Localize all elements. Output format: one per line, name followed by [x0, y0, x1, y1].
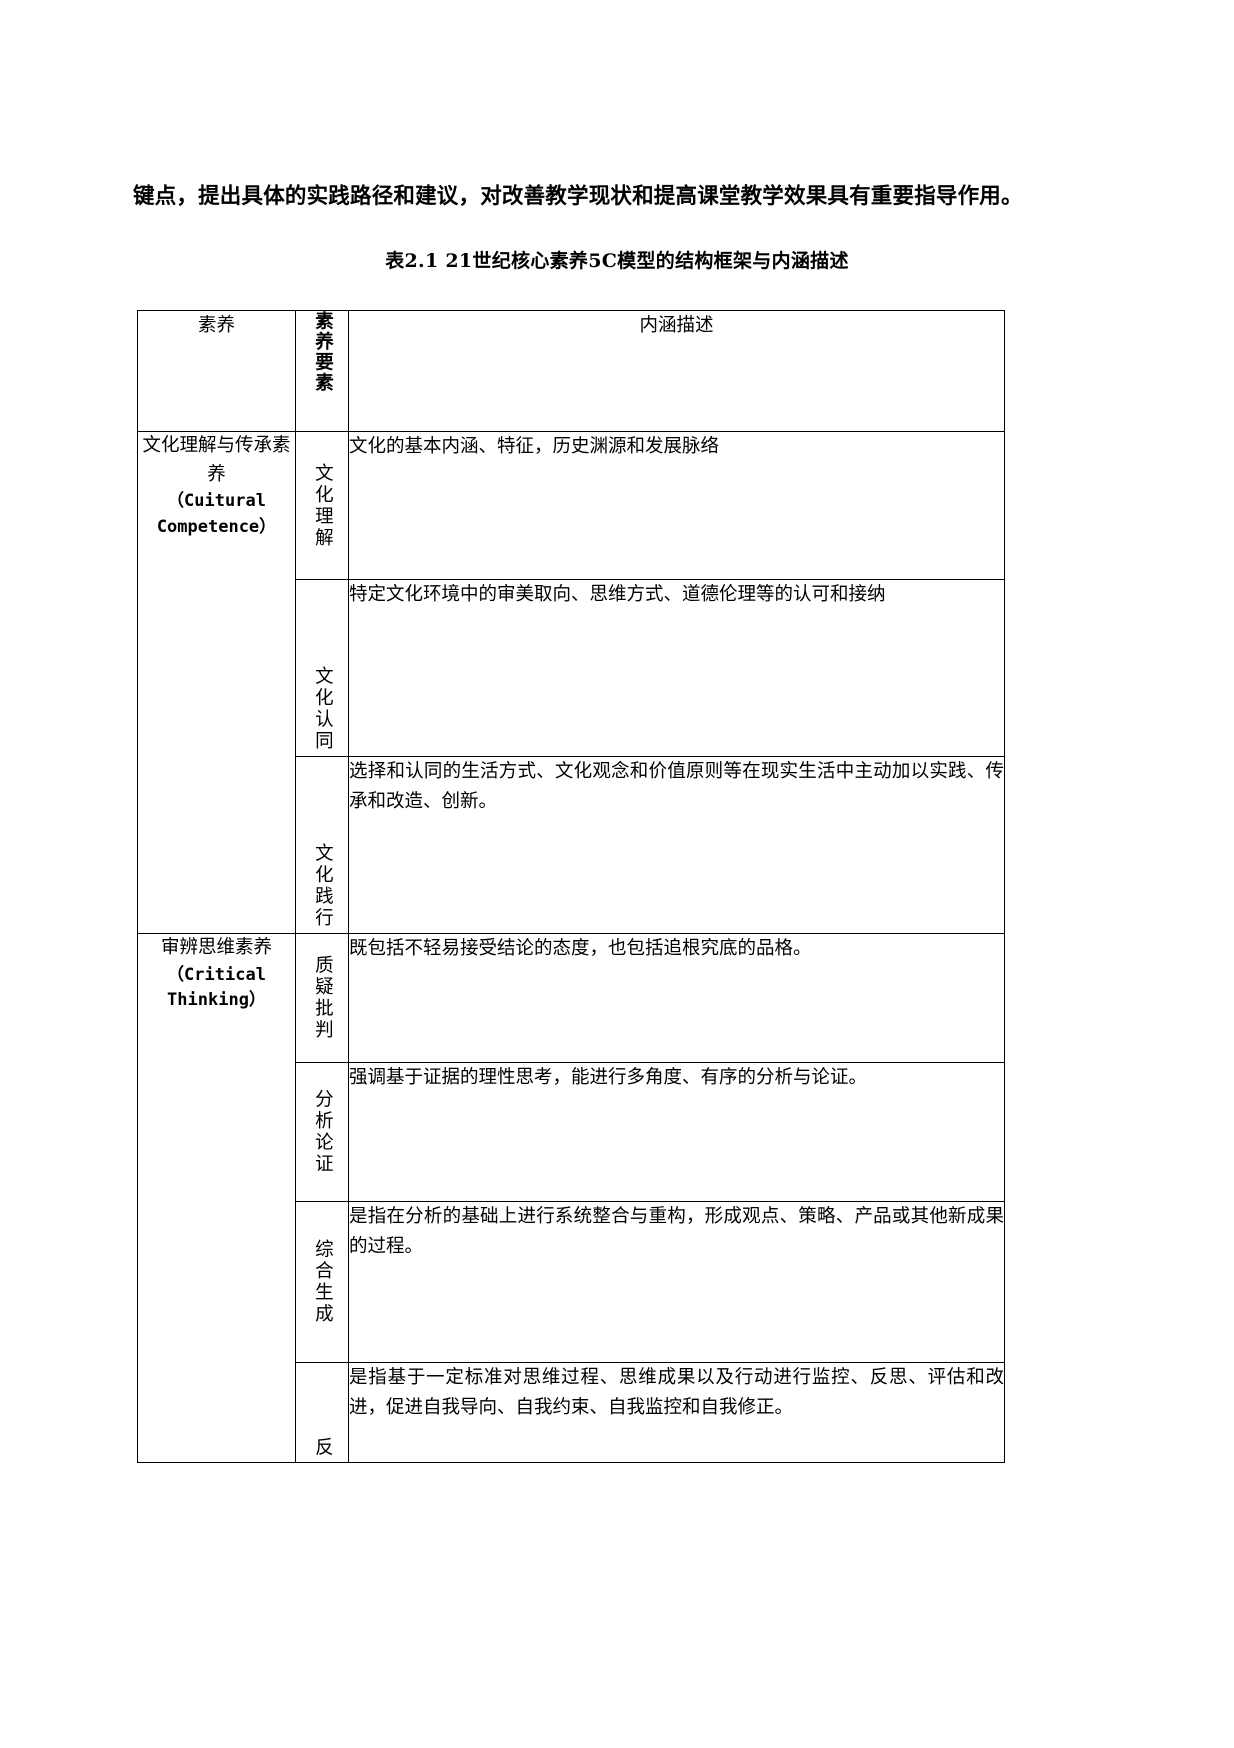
table-row: 反 是指基于一定标准对思维过程、思维成果以及行动进行监控、反思、评估和改进，促进…	[138, 1362, 1005, 1463]
description-cell-cultural-understanding: 文化的基本内涵、特征，历史渊源和发展脉络	[348, 431, 1005, 580]
element-label: 文化认同	[312, 666, 334, 752]
description-cell-cultural-practice: 选择和认同的生活方式、文化观念和价值原则等在现实生活中主动加以实践、传承和改造、…	[348, 756, 1005, 934]
element-label: 文化践行	[312, 843, 334, 929]
description-text: 既包括不轻易接受结论的态度，也包括追根究底的品格。	[349, 938, 812, 959]
element-cell-cultural-practice: 文化践行	[295, 756, 349, 934]
header-description-label: 内涵描述	[639, 315, 714, 336]
description-text: 强调基于证据的理性思考，能进行多角度、有序的分析与论证。	[349, 1067, 868, 1088]
element-cell-reflection: 反	[295, 1362, 349, 1463]
table-row: 审辨思维素养 （Critical Thinking） 质疑批判 既包括不轻易接受…	[137, 933, 1005, 1463]
description-text: 特定文化环境中的审美取向、思维方式、道德伦理等的认可和接纳	[349, 584, 886, 605]
element-cell-analysis-argumentation: 分析论证	[295, 1062, 349, 1202]
table-row: 文化理解与传承素养 （Cuitural Competence） 文化理解 文化的…	[137, 431, 1005, 934]
table-row: 文化认同 特定文化环境中的审美取向、思维方式、道德伦理等的认可和接纳	[138, 579, 1005, 757]
element-label: 分析论证	[312, 1089, 334, 1175]
group-name-en: （Critical Thinking）	[167, 964, 266, 1011]
table-row: 文化践行 选择和认同的生活方式、文化观念和价值原则等在现实生活中主动加以实践、传…	[138, 756, 1005, 934]
header-competence: 素养	[137, 310, 296, 432]
description-cell-questioning-critique: 既包括不轻易接受结论的态度，也包括追根究底的品格。	[348, 933, 1005, 1063]
element-label: 质疑批判	[312, 955, 334, 1041]
description-cell-cultural-identity: 特定文化环境中的审美取向、思维方式、道德伦理等的认可和接纳	[348, 579, 1005, 757]
element-label: 文化理解	[312, 462, 334, 549]
element-cell-questioning-critique: 质疑批判	[295, 933, 349, 1063]
header-competence-element: 素养要素	[295, 310, 349, 432]
group-name-cn: 审辨思维素养	[160, 937, 272, 958]
header-competence-label: 素养	[197, 315, 235, 336]
description-cell-analysis-argumentation: 强调基于证据的理性思考，能进行多角度、有序的分析与论证。	[348, 1062, 1005, 1202]
framework-table: 素养 素养要素 内涵描述 文化理解与传承素养 （Cuitural Compete…	[137, 310, 1005, 1463]
body-paragraph: 键点，提出具体的实践路径和建议，对改善教学现状和提高课堂教学效果具有重要指导作用…	[133, 183, 1023, 209]
table-caption: 表2.1 21世纪核心素养5C模型的结构框架与内涵描述	[385, 250, 849, 272]
header-competence-element-label: 素养要素	[312, 311, 334, 393]
element-label: 反	[312, 1436, 334, 1459]
description-cell-reflection: 是指基于一定标准对思维过程、思维成果以及行动进行监控、反思、评估和改进，促进自我…	[348, 1362, 1005, 1463]
element-cell-cultural-identity: 文化认同	[295, 579, 349, 757]
element-cell-synthesis-generation: 综合生成	[295, 1201, 349, 1363]
group-cell-cultural-competence: 文化理解与传承素养 （Cuitural Competence）	[137, 431, 296, 934]
description-text: 文化的基本内涵、特征，历史渊源和发展脉络	[349, 436, 720, 457]
description-cell-synthesis-generation: 是指在分析的基础上进行系统整合与重构，形成观点、策略、产品或其他新成果的过程。	[348, 1201, 1005, 1363]
group-name-cn: 文化理解与传承素养	[142, 435, 291, 485]
description-text: 选择和认同的生活方式、文化观念和价值原则等在现实生活中主动加以实践、传承和改造、…	[349, 761, 1004, 812]
table-row: 分析论证 强调基于证据的理性思考，能进行多角度、有序的分析与论证。	[138, 1062, 1005, 1202]
group-cell-critical-thinking: 审辨思维素养 （Critical Thinking）	[137, 933, 296, 1463]
description-text: 是指在分析的基础上进行系统整合与重构，形成观点、策略、产品或其他新成果的过程。	[349, 1206, 1004, 1257]
group-name-en: （Cuitural Competence）	[156, 491, 277, 537]
table-header-row: 素养 素养要素 内涵描述	[137, 310, 1005, 432]
table-row: 综合生成 是指在分析的基础上进行系统整合与重构，形成观点、策略、产品或其他新成果…	[138, 1201, 1005, 1363]
element-cell-cultural-understanding: 文化理解	[295, 431, 349, 580]
header-description: 内涵描述	[348, 310, 1005, 432]
element-label: 综合生成	[312, 1239, 334, 1325]
description-text: 是指基于一定标准对思维过程、思维成果以及行动进行监控、反思、评估和改进，促进自我…	[349, 1367, 1004, 1418]
